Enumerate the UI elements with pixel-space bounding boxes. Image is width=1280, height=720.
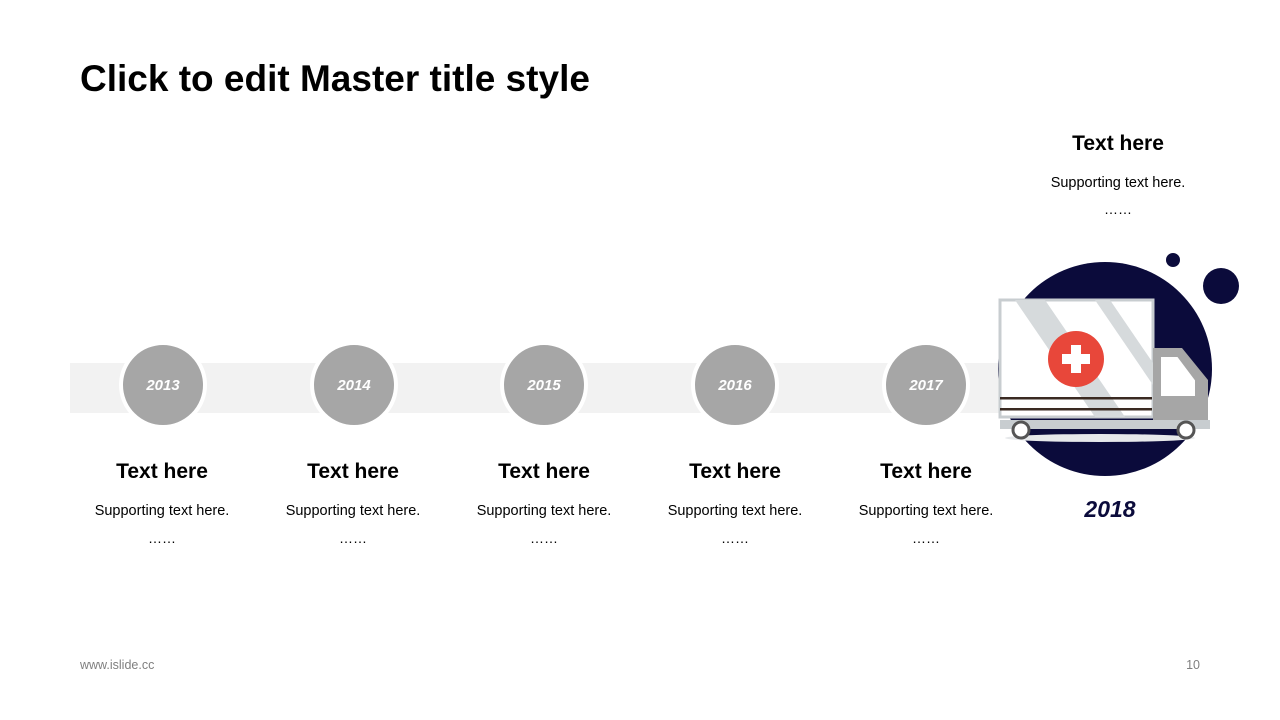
timeline-item-support[interactable]: Supporting text here. [94, 503, 230, 519]
timeline-item-heading[interactable]: Text here [307, 460, 399, 483]
slide-title[interactable]: Click to edit Master title style [80, 58, 590, 99]
year-label: 2014 [337, 376, 371, 394]
chassis [1000, 420, 1210, 429]
page-number: 10 [1186, 658, 1200, 672]
body-stripe [1000, 408, 1152, 411]
small-dot [1166, 253, 1180, 267]
timeline-item-support[interactable]: Supporting text here. [476, 503, 612, 519]
final-support[interactable]: Supporting text here. [1050, 175, 1186, 191]
final-heading[interactable]: Text here [1072, 132, 1164, 155]
timeline-item-heading[interactable]: Text here [498, 460, 590, 483]
timeline-item-support[interactable]: Supporting text here. [858, 503, 994, 519]
final-dots[interactable]: …… [1104, 201, 1132, 217]
cab-window [1159, 355, 1197, 398]
timeline-item-support[interactable]: Supporting text here. [285, 503, 421, 519]
timeline-item-dots[interactable]: …… [148, 530, 176, 546]
year-circle-2015: 2015 [500, 341, 588, 429]
cross-horizontal [1062, 354, 1090, 364]
timeline-item-heading[interactable]: Text here [880, 460, 972, 483]
cargo-stripe [1095, 300, 1153, 385]
timeline-item-dots[interactable]: …… [530, 530, 558, 546]
year-label: 2015 [527, 376, 561, 394]
wheel [1176, 420, 1196, 440]
year-circle-2016: 2016 [691, 341, 779, 429]
timeline-item-heading[interactable]: Text here [116, 460, 208, 483]
timeline-item-support[interactable]: Supporting text here. [667, 503, 803, 519]
year-circle-2017: 2017 [882, 341, 970, 429]
year-circle-2014: 2014 [310, 341, 398, 429]
year-label: 2017 [909, 376, 943, 394]
timeline-item-dots[interactable]: …… [721, 530, 749, 546]
ground-shadow [1005, 434, 1195, 442]
timeline-item-dots[interactable]: …… [912, 530, 940, 546]
wheel [1011, 420, 1031, 440]
year-label: 2013 [146, 376, 180, 394]
footer-website: www.islide.cc [80, 658, 155, 672]
year-label: 2016 [718, 376, 752, 394]
year-circle-2013: 2013 [119, 341, 207, 429]
timeline-item-heading[interactable]: Text here [689, 460, 781, 483]
final-year-label[interactable]: 2018 [1084, 496, 1136, 522]
body-stripe [1000, 397, 1152, 400]
ambulance-icon [998, 253, 1239, 476]
timeline-item-dots[interactable]: …… [339, 530, 367, 546]
medium-dot [1203, 268, 1239, 304]
